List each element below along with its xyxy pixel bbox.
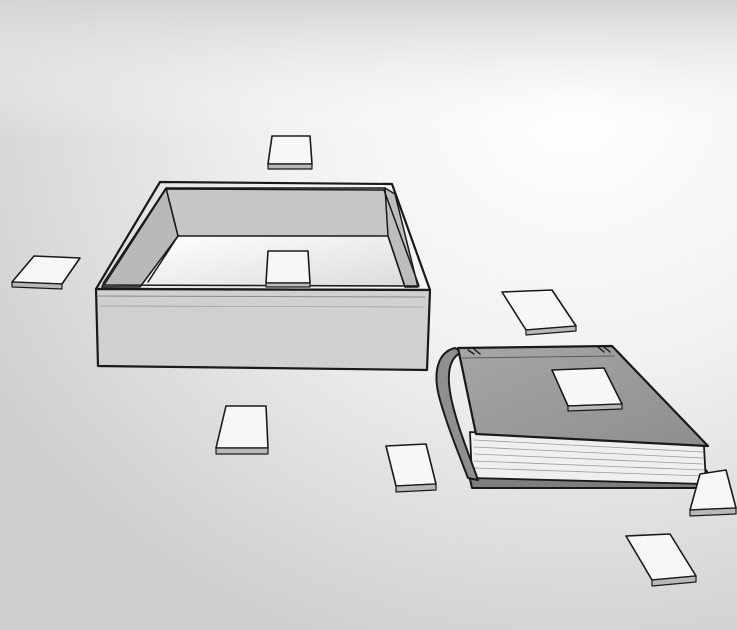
tile-bottom-left bbox=[216, 406, 268, 454]
tile-top-center bbox=[268, 136, 312, 169]
background-top-shade bbox=[0, 0, 737, 140]
tile-inside-box bbox=[266, 251, 310, 287]
box-front-wall bbox=[96, 289, 430, 370]
